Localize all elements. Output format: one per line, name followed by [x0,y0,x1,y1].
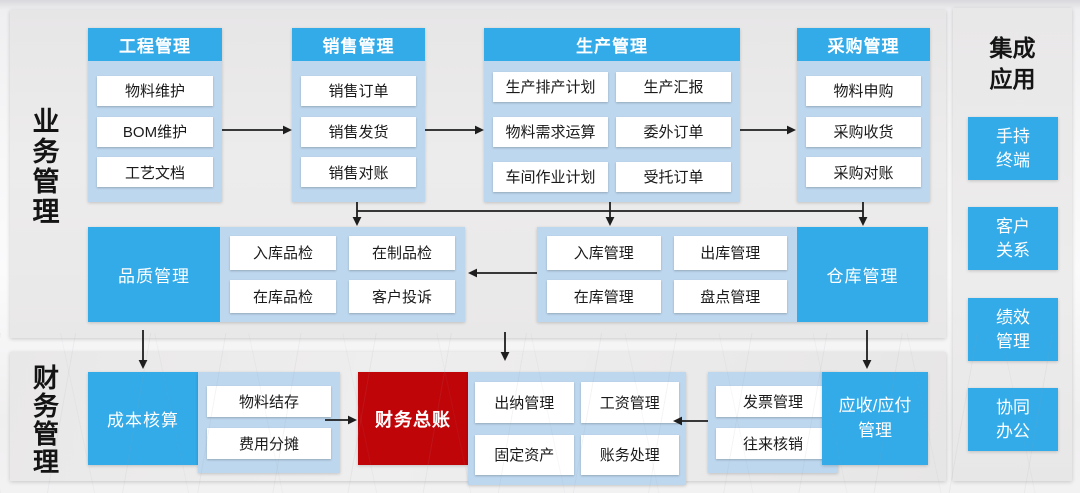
integration-app-collaborative-office: 协同 办公 [968,388,1058,451]
module-item: 盘点管理 [673,279,787,313]
module-warehouse: 仓库管理 [797,227,928,322]
section-sales-title: 销售管理 [292,28,425,61]
section-procurement-items: 物料申购 采购收货 采购对账 [797,61,930,202]
module-general-ledger: 财务总账 [358,372,468,465]
section-procurement: 采购管理 物料申购 采购收货 采购对账 [797,28,930,202]
module-item: 客户投诉 [349,279,455,313]
module-item: 物料需求运算 [493,116,608,147]
module-item: 物料维护 [97,75,213,106]
section-sales: 销售管理 销售订单 销售发货 销售对账 [292,28,425,202]
section-production-title: 生产管理 [484,28,740,61]
module-item: 采购收货 [806,116,921,147]
module-cost-accounting: 成本核算 [88,372,198,465]
module-item: 费用分摊 [207,427,331,459]
module-item: 物料结存 [207,386,331,418]
module-item: 在库品检 [230,279,336,313]
module-quality: 品质管理 [88,227,220,322]
integration-title: 集成 应用 [989,35,1036,93]
module-item: 销售对账 [301,157,416,188]
section-invoice-items: 发票管理 往来核销 [708,372,838,473]
section-warehouse-items: 入库管理 出库管理 在库管理 盘点管理 [537,227,797,322]
module-item: 发票管理 [716,386,830,418]
module-item: 在制品检 [349,236,455,270]
module-item: 工艺文档 [97,157,213,188]
module-item: 账务处理 [580,434,679,475]
business-management-label: 业务管理 [32,107,60,227]
module-receivable-payable: 应收/应付 管理 [822,372,928,465]
integration-app-customer-relations: 客户 关系 [968,207,1058,270]
module-item: 固定资产 [475,434,574,475]
module-item: 受托订单 [616,161,731,192]
section-sales-items: 销售订单 销售发货 销售对账 [292,61,425,202]
integration-app-handheld-terminal: 手持 终端 [968,117,1058,180]
module-item: 在库管理 [547,279,661,313]
section-ledger-items: 出纳管理 工资管理 固定资产 账务处理 [468,372,686,485]
module-item: 物料申购 [806,75,921,106]
section-cost-items: 物料结存 费用分摊 [198,372,340,473]
module-item: 入库品检 [230,236,336,270]
module-item: 工资管理 [580,382,679,423]
section-production: 生产管理 生产排产计划 生产汇报 物料需求运算 委外订单 车间作业计划 受托订单 [484,28,740,202]
module-item: 委外订单 [616,116,731,147]
section-quality-items: 入库品检 在制品检 在库品检 客户投诉 [220,227,465,322]
section-warehouse: 入库管理 出库管理 在库管理 盘点管理 仓库管理 [537,227,928,322]
module-item: 出纳管理 [475,382,574,423]
section-production-items: 生产排产计划 生产汇报 物料需求运算 委外订单 车间作业计划 受托订单 [484,61,740,202]
section-quality: 品质管理 入库品检 在制品检 在库品检 客户投诉 [88,227,465,322]
module-item: 出库管理 [673,236,787,270]
module-item: 车间作业计划 [493,161,608,192]
module-item: 生产汇报 [616,71,731,102]
finance-management-label: 财务管理 [32,363,59,477]
section-engineering: 工程管理 物料维护 BOM维护 工艺文档 [88,28,222,202]
module-item: 生产排产计划 [493,71,608,102]
section-engineering-items: 物料维护 BOM维护 工艺文档 [88,61,222,202]
section-procurement-title: 采购管理 [797,28,930,61]
section-engineering-title: 工程管理 [88,28,222,61]
module-item: BOM维护 [97,116,213,147]
module-item: 销售发货 [301,116,416,147]
module-item: 销售订单 [301,75,416,106]
module-item: 采购对账 [806,157,921,188]
module-item: 入库管理 [547,236,661,270]
module-item: 往来核销 [716,427,830,459]
integration-app-performance-management: 绩效 管理 [968,298,1058,361]
